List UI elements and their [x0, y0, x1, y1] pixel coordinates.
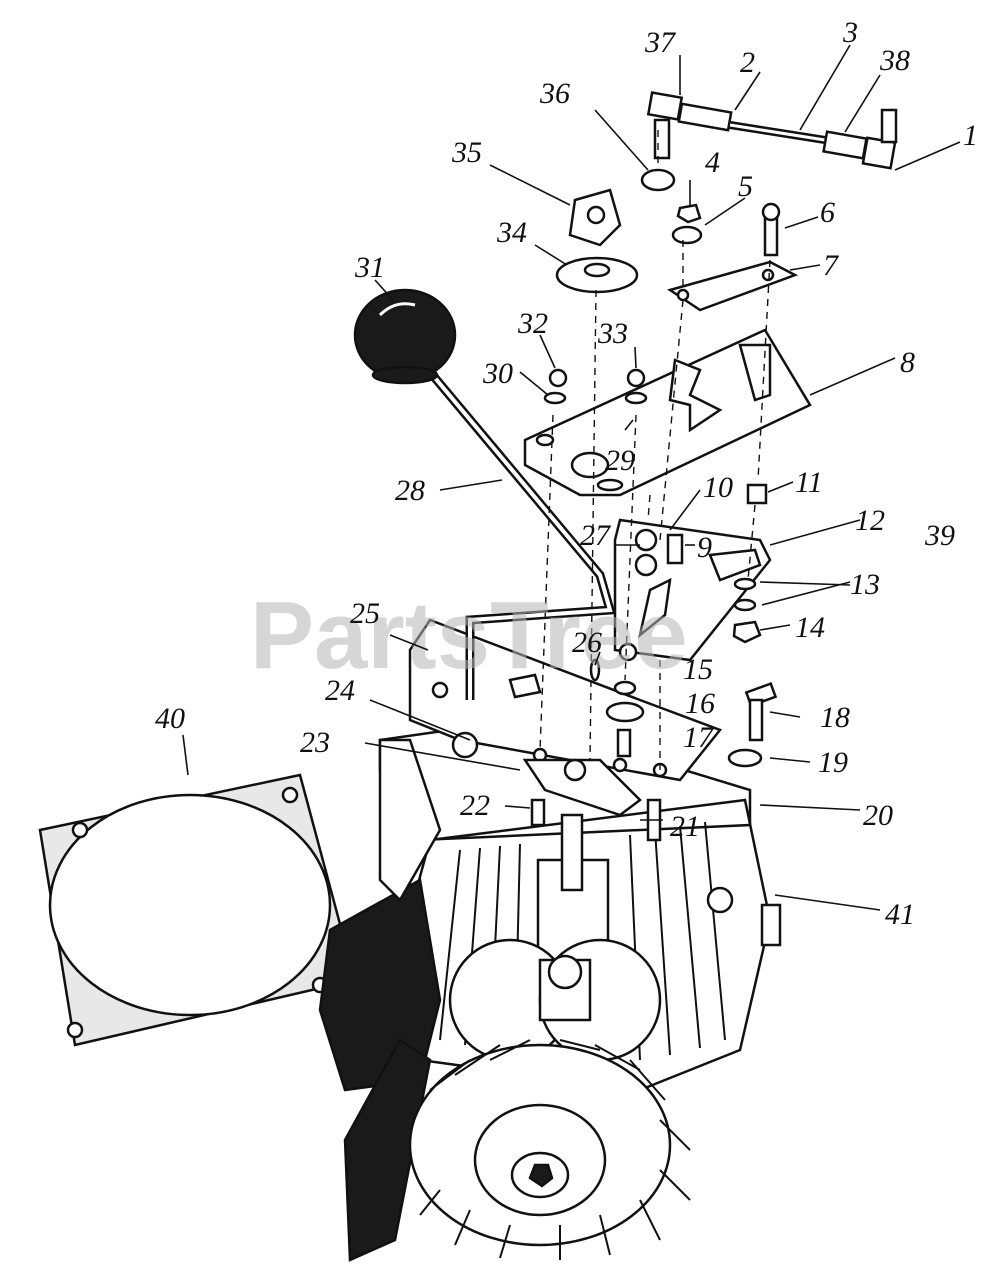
- callout-41: 41: [885, 898, 915, 931]
- callout-23: 23: [300, 726, 330, 759]
- callout-labels: 1 2 3 4 5 6 7 8 9 10 11 12 13 14 15 16 1…: [155, 16, 978, 931]
- callout-36: 36: [539, 77, 570, 110]
- callout-12: 12: [855, 504, 885, 537]
- callout-3: 3: [842, 16, 858, 49]
- shift-plate-icon: [523, 328, 812, 497]
- watermark-text: PartsTree: [250, 582, 688, 689]
- callout-1: 1: [963, 119, 978, 152]
- callout-21: 21: [670, 810, 700, 843]
- callout-8: 8: [900, 346, 915, 379]
- callout-5: 5: [738, 170, 753, 203]
- engine-icon: [318, 798, 782, 1262]
- callout-26: 26: [572, 626, 602, 659]
- callout-33: 33: [597, 317, 628, 350]
- callout-27: 27: [580, 519, 612, 552]
- callout-35: 35: [451, 136, 482, 169]
- callout-38: 38: [879, 44, 910, 77]
- callout-9: 9: [697, 531, 712, 564]
- callout-24: 24: [325, 674, 355, 707]
- shaft-icon: [560, 813, 584, 892]
- callout-31: 31: [354, 251, 385, 284]
- alignment-lines: [539, 130, 771, 770]
- callout-2: 2: [740, 46, 755, 79]
- callout-20: 20: [863, 799, 893, 832]
- callout-18: 18: [820, 701, 850, 734]
- callout-17: 17: [683, 721, 715, 754]
- callout-37: 37: [644, 26, 677, 59]
- callout-19: 19: [818, 746, 848, 779]
- callout-30: 30: [482, 357, 513, 390]
- callout-25: 25: [350, 597, 380, 630]
- shift-lever-icon: [416, 357, 616, 700]
- gate-plate-icon: [613, 518, 772, 662]
- callout-16: 16: [685, 687, 715, 720]
- lever-plate-icon: [522, 758, 642, 817]
- callout-11: 11: [795, 466, 823, 499]
- callout-32: 32: [517, 307, 548, 340]
- tie-rod-icon: [646, 91, 898, 170]
- link-icon: [667, 260, 799, 312]
- callout-34: 34: [496, 216, 527, 249]
- callout-22: 22: [460, 789, 490, 822]
- callout-6: 6: [820, 196, 835, 229]
- callout-10: 10: [703, 471, 733, 504]
- callout-40: 40: [155, 702, 185, 735]
- shift-bracket-icon: [408, 618, 723, 782]
- hardware-icons: [508, 168, 781, 842]
- callout-13: 13: [850, 568, 880, 601]
- callout-15: 15: [683, 653, 713, 686]
- callout-29: 29: [605, 444, 635, 477]
- callout-14: 14: [795, 611, 825, 644]
- callout-4: 4: [705, 146, 720, 179]
- callout-7: 7: [823, 249, 840, 282]
- cooling-fan-icon: [408, 1039, 691, 1260]
- gasket-icon: [38, 773, 357, 1047]
- callout-39: 39: [924, 519, 955, 552]
- leader-lines: [182, 44, 961, 911]
- callout-28: 28: [395, 474, 425, 507]
- shift-knob-icon: [353, 288, 457, 385]
